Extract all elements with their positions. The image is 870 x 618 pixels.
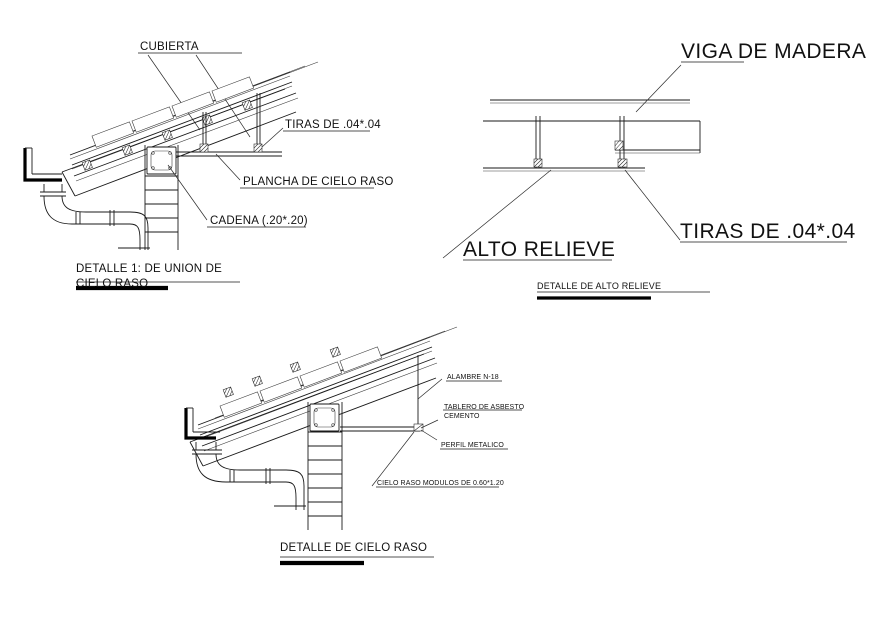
label-alambre: ALAMBRE N-18 (447, 374, 499, 381)
roof-battens (91, 76, 255, 148)
detail-cielo-raso-geometry (184, 326, 458, 530)
label-viga-de-madera: VIGA DE MADERA (681, 40, 866, 63)
label-plancha-cielo-raso: PLANCHA DE CIELO RASO (243, 176, 394, 188)
block-wall (144, 145, 179, 250)
perfil-hatch (413, 423, 424, 432)
label-tablero-asbesto-line1: TABLERO DE ASBESTO (444, 404, 525, 411)
label-cielo-raso-modulos: CIELO RASO MODULOS DE 0.60*1.20 (377, 480, 504, 487)
title-detail-cielo-raso: DETALLE DE CIELO RASO (280, 542, 427, 554)
detail-1-geometry (23, 54, 319, 250)
label-perfil-metalico: PERFIL METALICO (441, 442, 504, 449)
label-alto-relieve: ALTO RELIEVE (463, 238, 615, 261)
ceiling-plane (176, 151, 282, 157)
downpipe-assembly-2 (192, 442, 306, 510)
leader-alambre (417, 378, 443, 400)
label-cubierta: CUBIERTA (140, 41, 199, 53)
label-cadena: CADENA (.20*.20) (210, 215, 308, 227)
label-tiras-detail1: TIRAS DE .04*.04 (285, 119, 381, 131)
roof-assembly (61, 61, 319, 197)
leader-viga (635, 64, 682, 113)
block-wall-2 (307, 402, 343, 530)
gutter-flashing-2 (184, 407, 220, 440)
leader-alto-relieve (442, 169, 552, 259)
roof-fasteners (81, 99, 253, 171)
title-detail-1-line2: CIELO RASO (76, 278, 148, 290)
title-detail-1-line1: DETALLE 1: DE UNION DE (76, 263, 222, 275)
leader-tablero (420, 419, 439, 429)
gutter-flashing (23, 147, 62, 182)
detail-alto-relieve-geometry (442, 64, 701, 259)
label-tiras-alto-relieve: TIRAS DE .04*.04 (680, 220, 856, 243)
leader-tiras-2 (624, 169, 681, 241)
leader-cadena (167, 164, 208, 221)
label-tablero-asbesto-line2: CEMENTO (444, 413, 480, 420)
cadena-beam-section-2 (309, 403, 340, 432)
leader-tiras-1 (261, 127, 284, 148)
cadena-beam-section (146, 146, 177, 175)
downpipe-assembly (40, 184, 150, 250)
leader-plancha (215, 153, 241, 181)
ceiling-hangers (199, 93, 263, 153)
title-detail-alto-relieve: DETALLE DE ALTO RELIEVE (537, 281, 661, 291)
leader-modulos (371, 431, 415, 487)
leader-perfil (420, 429, 438, 441)
leader-cubierta (147, 54, 201, 131)
